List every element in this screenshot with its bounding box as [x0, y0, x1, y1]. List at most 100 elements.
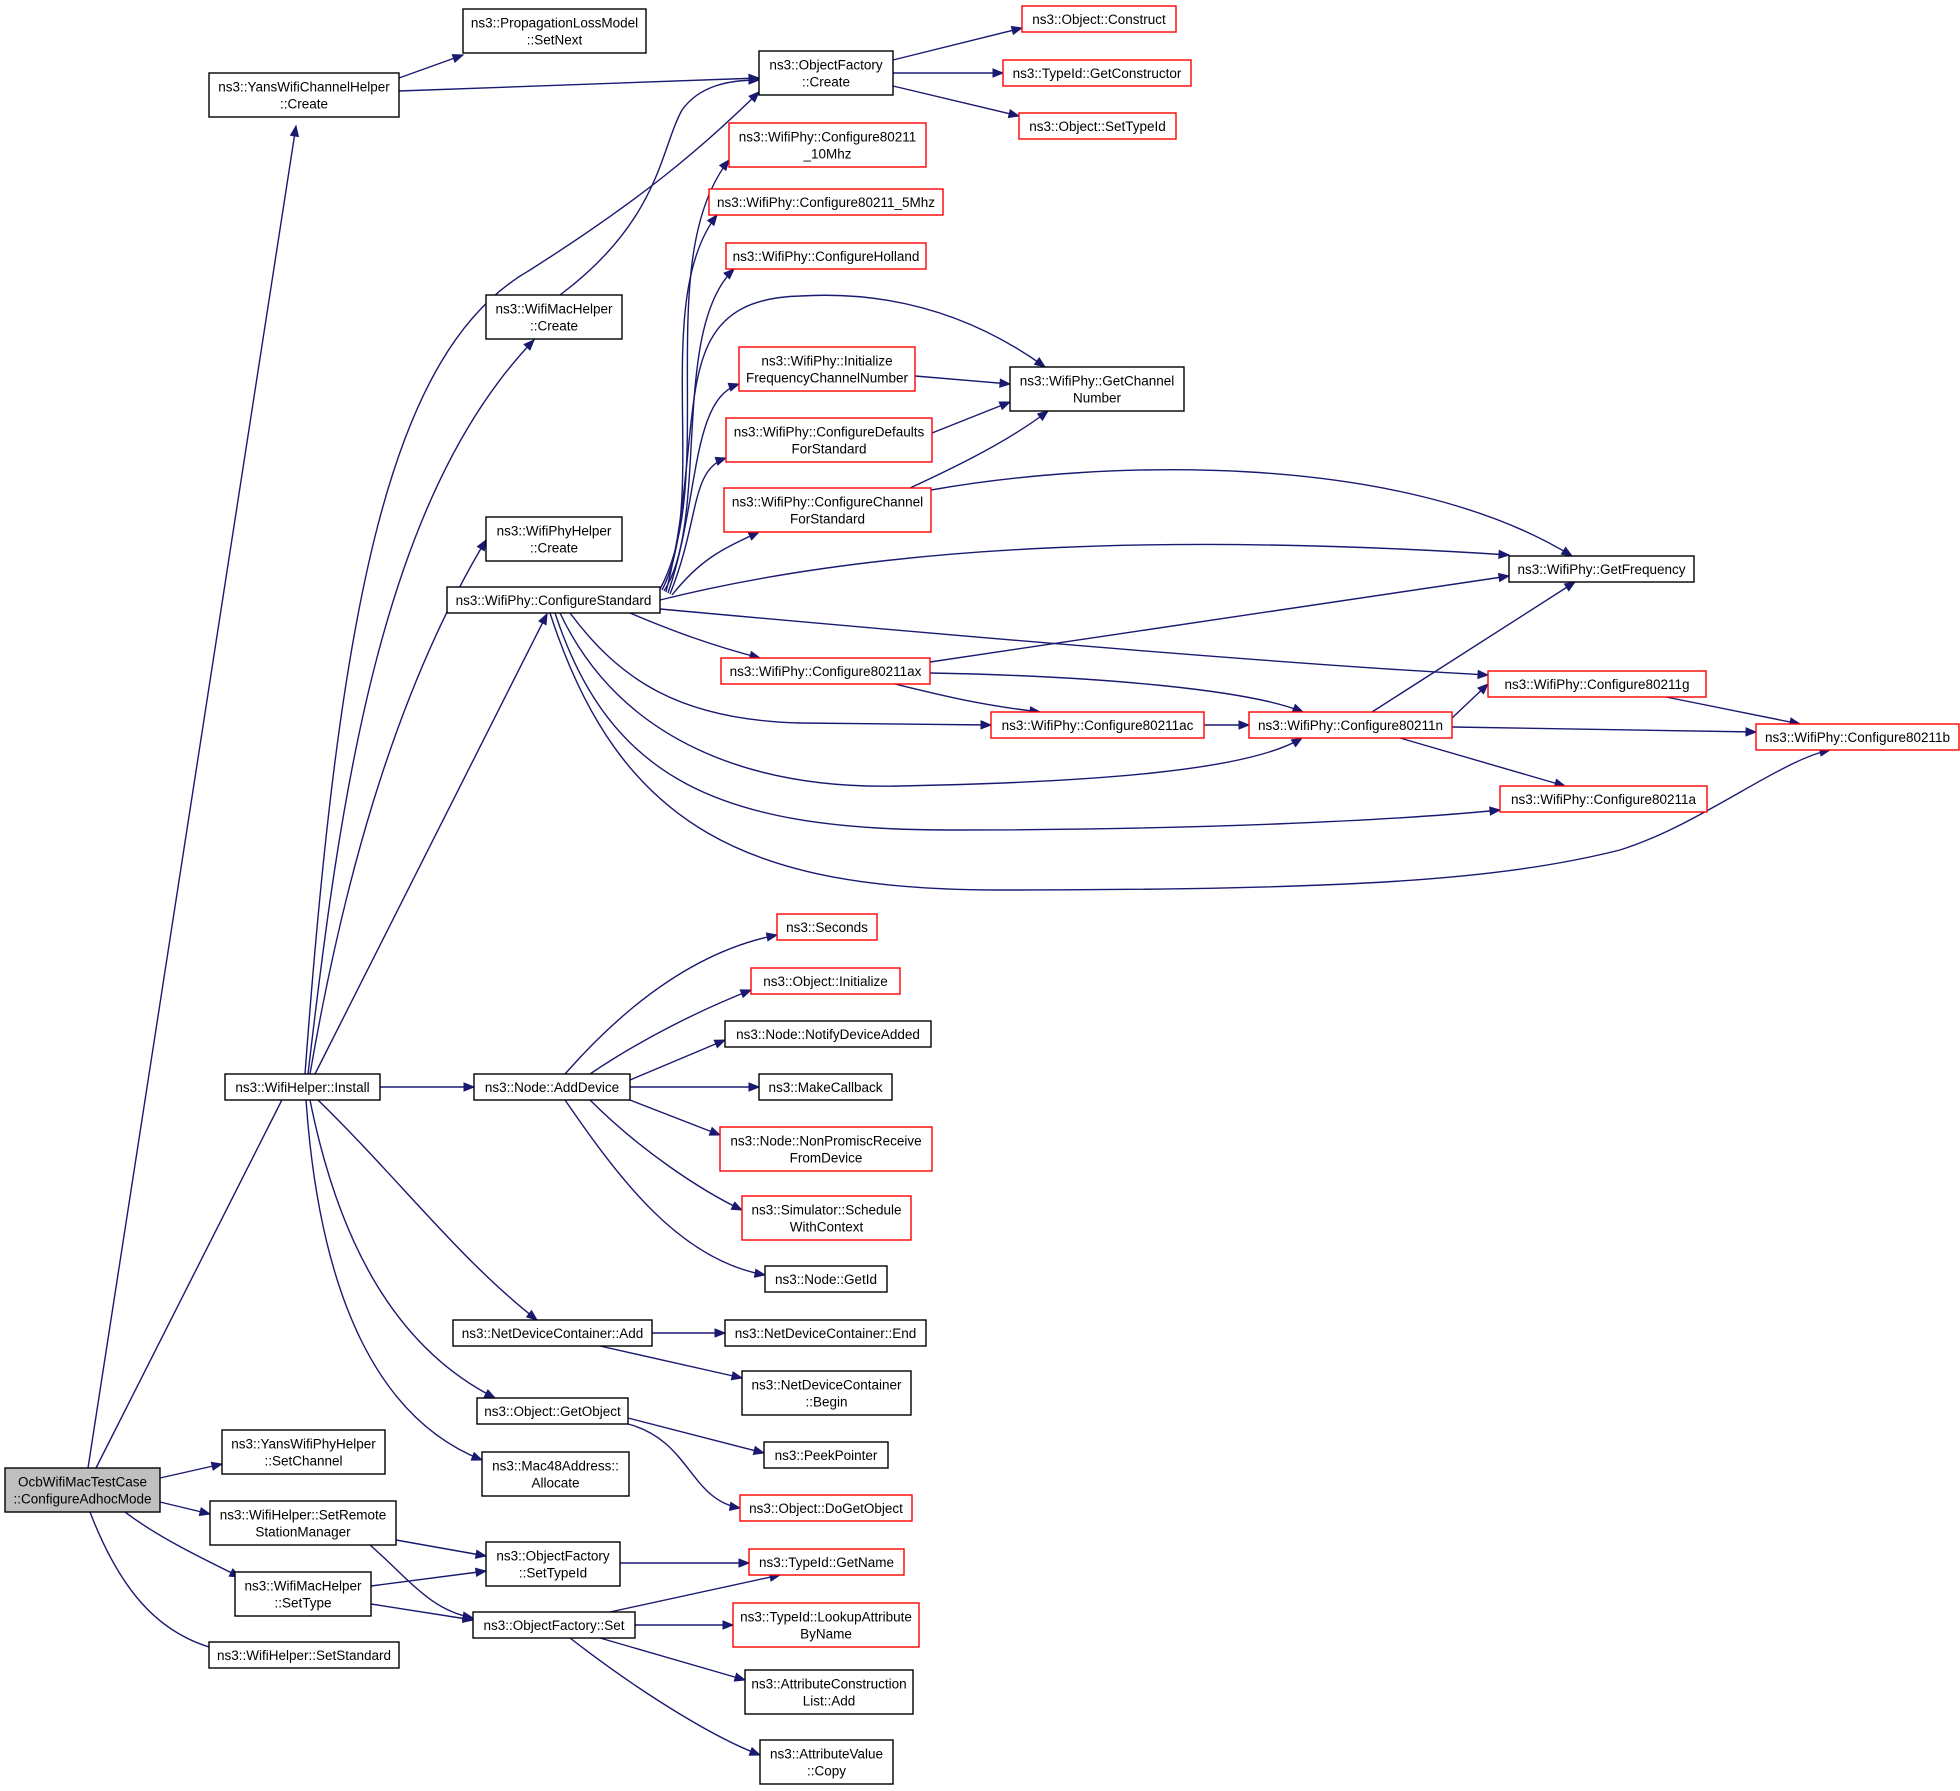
node-label-line: ns3::Mac48Address:: [492, 1459, 619, 1474]
node-init-freq[interactable]: ns3::WifiPhy::InitializeFrequencyChannel… [738, 346, 916, 392]
node-cfg-a[interactable]: ns3::WifiPhy::Configure80211a [1499, 785, 1708, 813]
node-get-freq[interactable]: ns3::WifiPhy::GetFrequency [1508, 555, 1695, 583]
node-label-line: ForStandard [790, 512, 865, 527]
node-box [776, 913, 878, 941]
node-box [481, 1451, 630, 1497]
node-wifiH-setstd[interactable]: ns3::WifiHelper::SetStandard [208, 1641, 400, 1669]
edge-obj_getobj-to-dogetobj [627, 1423, 742, 1512]
node-box [485, 294, 623, 340]
node-ndc-add[interactable]: ns3::NetDeviceContainer::Add [452, 1319, 653, 1347]
node-label-line: ns3::WifiPhy::Configure80211ax [730, 664, 922, 679]
node-ndc-begin[interactable]: ns3::NetDeviceContainer::Begin [741, 1370, 912, 1416]
node-cfg-10mhz[interactable]: ns3::WifiPhy::Configure80211_10Mhz [728, 122, 927, 168]
node-cfg-g[interactable]: ns3::WifiPhy::Configure80211g [1487, 670, 1707, 698]
node-box [1508, 555, 1695, 583]
node-label-line: ns3::PropagationLossModel [471, 16, 638, 31]
node-root[interactable]: OcbWifiMacTestCase::ConfigureAdhocMode [4, 1467, 161, 1513]
edge-cfg_n-to-cfg_a [1399, 737, 1567, 788]
node-notify-dev[interactable]: ns3::Node::NotifyDeviceAdded [724, 1020, 932, 1048]
node-box [208, 72, 400, 118]
edge-ndc_add-to-ndc_begin [599, 1345, 744, 1381]
node-label-line: ::ConfigureAdhocMode [13, 1492, 151, 1507]
node-box [748, 1548, 905, 1576]
edge-cfg_std-to-cfg_holland [663, 268, 735, 592]
node-cfg-holland[interactable]: ns3::WifiPhy::ConfigureHolland [725, 242, 927, 270]
node-cfg-channel[interactable]: ns3::WifiPhy::ConfigureChannelForStandar… [723, 487, 932, 533]
edge-cfg_n-to-get_freq [1371, 581, 1577, 713]
node-typeid-getctor[interactable]: ns3::TypeId::GetConstructor [1002, 59, 1192, 87]
node-objfac-settypeid[interactable]: ns3::ObjectFactory::SetTypeId [485, 1541, 621, 1587]
edge-cfg_std-to-get_freq [659, 543, 1511, 601]
node-box [1487, 670, 1707, 698]
edge-cfg_ax-to-get_freq [929, 572, 1511, 663]
node-node-adddev[interactable]: ns3::Node::AddDevice [473, 1073, 631, 1101]
edge-cfg_std-to-cfg_n [559, 612, 1304, 787]
node-box [1018, 112, 1177, 140]
node-label-line: ns3::Node::NotifyDeviceAdded [736, 1027, 920, 1042]
node-label-line: ns3::WifiPhy::ConfigureChannel [732, 495, 923, 510]
node-peek[interactable]: ns3::PeekPointer [763, 1441, 889, 1469]
node-ndc-end[interactable]: ns3::NetDeviceContainer::End [724, 1319, 927, 1347]
node-label-line: ::Create [280, 97, 328, 112]
node-obj-getobj[interactable]: ns3::Object::GetObject [476, 1397, 629, 1425]
node-box [224, 1073, 381, 1101]
node-dogetobj[interactable]: ns3::Object::DoGetObject [739, 1494, 913, 1522]
node-objfac-create[interactable]: ns3::ObjectFactory::Create [758, 50, 894, 96]
edge-cfg_ax-to-cfg_ac [894, 683, 1042, 716]
node-cfg-ac[interactable]: ns3::WifiPhy::Configure80211ac [990, 711, 1205, 739]
node-label-line: OcbWifiMacTestCase [18, 1475, 147, 1490]
node-cfg-defaults[interactable]: ns3::WifiPhy::ConfigureDefaultsForStanda… [725, 417, 933, 463]
node-prop-setnext[interactable]: ns3::PropagationLossModel::SetNext [462, 8, 647, 54]
node-yans-phy-setchan[interactable]: ns3::YansWifiPhyHelper::SetChannel [221, 1429, 386, 1475]
node-box [732, 1602, 920, 1648]
edge-cfg_defaults-to-get_chan [931, 401, 1012, 434]
edge-cfg_std-to-cfg_ac [569, 612, 993, 730]
node-box [1002, 59, 1192, 87]
edge-wifiH_install-to-mac48 [305, 1099, 484, 1461]
node-make-cb[interactable]: ns3::MakeCallback [758, 1073, 893, 1101]
node-obj-init[interactable]: ns3::Object::Initialize [750, 967, 901, 995]
edge-root-to-yans_chan_create [87, 124, 300, 1469]
node-wifiH-install[interactable]: ns3::WifiHelper::Install [224, 1073, 381, 1101]
node-phyH-create[interactable]: ns3::WifiPhyHelper::Create [485, 516, 623, 562]
node-mac48[interactable]: ns3::Mac48Address::Allocate [481, 1451, 630, 1497]
node-cfg-b[interactable]: ns3::WifiPhy::Configure80211b [1755, 723, 1960, 751]
node-cfg-ax[interactable]: ns3::WifiPhy::Configure80211ax [720, 657, 931, 685]
node-box [720, 657, 931, 685]
node-objfac-set[interactable]: ns3::ObjectFactory::Set [472, 1611, 636, 1639]
node-obj-construct[interactable]: ns3::Object::Construct [1021, 5, 1177, 33]
node-macH-create[interactable]: ns3::WifiMacHelper::Create [485, 294, 623, 340]
node-label-line: ::Copy [807, 1764, 846, 1779]
edge-node_adddev-to-obj_init [589, 989, 753, 1075]
edge-yans_chan_create-to-prop_setnext [398, 54, 465, 79]
node-macH-settype[interactable]: ns3::WifiMacHelper::SetType [234, 1571, 372, 1617]
edge-cfg_std-to-cfg_defaults [669, 456, 728, 595]
node-attr-copy[interactable]: ns3::AttributeValue::Copy [759, 1739, 894, 1785]
node-label-line: ns3::WifiPhyHelper [497, 524, 612, 539]
node-obj-settypeid[interactable]: ns3::Object::SetTypeId [1018, 112, 1177, 140]
node-node-getid[interactable]: ns3::Node::GetId [764, 1265, 888, 1293]
node-label-line: ns3::Node::NonPromiscReceive [730, 1134, 921, 1149]
node-cfg-std[interactable]: ns3::WifiPhy::ConfigureStandard [446, 586, 661, 614]
edge-root-to-wifiH_setremote [159, 1501, 212, 1517]
node-label-line: ns3::WifiPhy::Configure80211n [1258, 718, 1443, 733]
edge-cfg_ax-to-cfg_n [929, 672, 1305, 713]
node-typeid-getname[interactable]: ns3::TypeId::GetName [748, 1548, 905, 1576]
node-box [476, 1397, 629, 1425]
node-cfg-5mhz[interactable]: ns3::WifiPhy::Configure80211_5Mhz [708, 188, 944, 216]
node-label-line: ns3::Object::Construct [1032, 12, 1166, 27]
node-box [724, 1319, 927, 1347]
node-cfg-n[interactable]: ns3::WifiPhy::Configure80211n [1248, 711, 1453, 739]
node-box [990, 711, 1205, 739]
node-yans-chan-create[interactable]: ns3::YansWifiChannelHelper::Create [208, 72, 400, 118]
node-seconds[interactable]: ns3::Seconds [776, 913, 878, 941]
node-label-line: Allocate [531, 1476, 579, 1491]
edge-wifiH_install-to-cfg_std [314, 612, 548, 1075]
